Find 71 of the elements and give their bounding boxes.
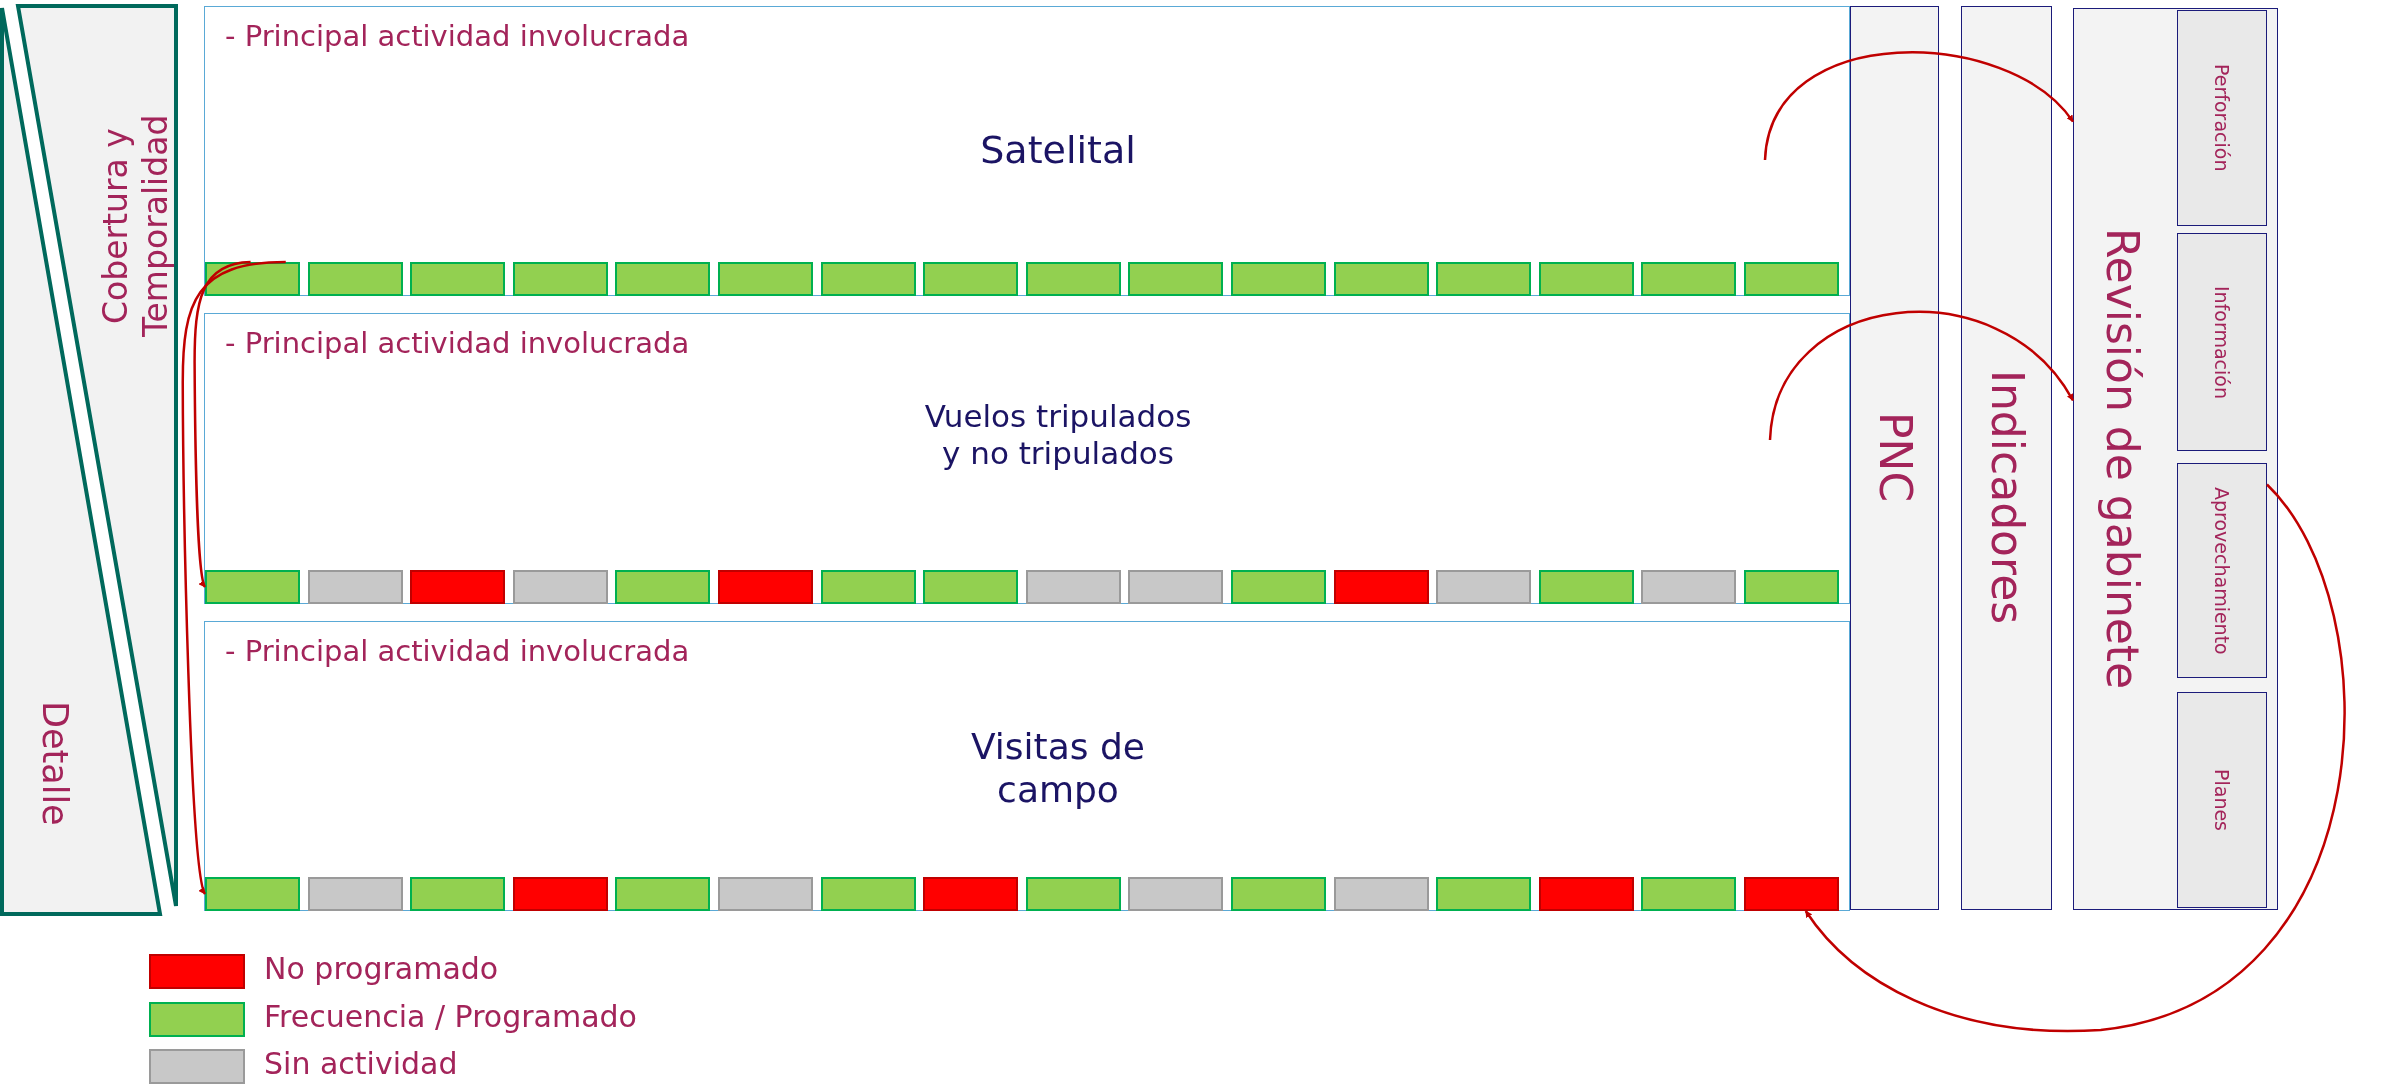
status-cell [820, 262, 916, 296]
status-cell [1641, 877, 1737, 911]
status-cell [410, 877, 506, 911]
status-cell [1231, 877, 1326, 911]
status-cell [1641, 570, 1737, 604]
status-cell [1333, 570, 1429, 604]
curved-arrow [1768, 311, 2075, 441]
status-cell [923, 570, 1019, 604]
status-cell [205, 262, 300, 296]
status-cell [1333, 877, 1429, 911]
lane-subtitle: - Principal actividad involucrada [225, 326, 690, 361]
status-cell [1231, 262, 1326, 296]
category-label: Información [2210, 284, 2235, 401]
curved-arrow [1763, 51, 2074, 161]
status-cell [1538, 877, 1634, 911]
status-cell [512, 570, 608, 604]
column-label: Revisión de gabinete [2096, 227, 2150, 692]
legend-label: No programado [264, 951, 499, 987]
status-cell [1744, 570, 1839, 604]
status-cell [1025, 262, 1121, 296]
curved-arrow [181, 260, 286, 895]
status-cell [615, 877, 711, 911]
status-cell [1538, 262, 1634, 296]
status-cell [1128, 877, 1224, 911]
lane-subtitle: - Principal actividad involucrada [225, 634, 690, 669]
status-cell [1641, 262, 1737, 296]
status-cell [205, 570, 300, 604]
status-cell [1128, 262, 1224, 296]
status-cell [718, 570, 813, 604]
status-cell [1231, 570, 1326, 604]
lane-title: Vuelos tripulados y no tripulados [923, 398, 1193, 473]
status-cell [1744, 877, 1839, 911]
status-cell [410, 570, 506, 604]
status-cell [307, 262, 403, 296]
status-cell [1025, 570, 1121, 604]
status-cell [718, 877, 813, 911]
status-cell [1436, 570, 1532, 604]
lane-title: Visitas de campo [970, 725, 1146, 812]
status-cell [1744, 262, 1839, 296]
status-cell [923, 262, 1019, 296]
status-cell [615, 570, 711, 604]
category-label: Perforación [2210, 63, 2235, 174]
status-cell [512, 877, 608, 911]
lane-title: Satelital [979, 128, 1137, 174]
status-cell [205, 877, 300, 911]
category-label: Aprovechamiento [2210, 485, 2235, 657]
category-label: Planes [2210, 768, 2235, 833]
status-cell [1025, 877, 1121, 911]
status-cell [1538, 570, 1634, 604]
status-cell [1333, 262, 1429, 296]
status-cell [820, 570, 916, 604]
status-cell [307, 570, 403, 604]
legend-label: Frecuencia / Programado [264, 998, 637, 1035]
status-cell [820, 877, 916, 911]
curved-arrow [193, 260, 251, 588]
axis-label: Detalle [34, 699, 76, 828]
status-cell [1436, 877, 1532, 911]
status-cell [1128, 570, 1224, 604]
status-cell [923, 877, 1019, 911]
column-label: Indicadores [1980, 368, 2034, 627]
column-label: PNC [1868, 410, 1922, 505]
status-cell [307, 877, 403, 911]
lane-subtitle: - Principal actividad involucrada [225, 19, 690, 54]
legend-label: Sin actividad [264, 1046, 458, 1082]
status-cell [1436, 262, 1532, 296]
status-cell [718, 262, 813, 296]
status-cell [512, 262, 608, 296]
status-cell [410, 262, 506, 296]
status-cell [615, 262, 711, 296]
axis-label: Cobertura y Temporalidad [96, 113, 176, 340]
curved-arrow [1804, 483, 2346, 1033]
